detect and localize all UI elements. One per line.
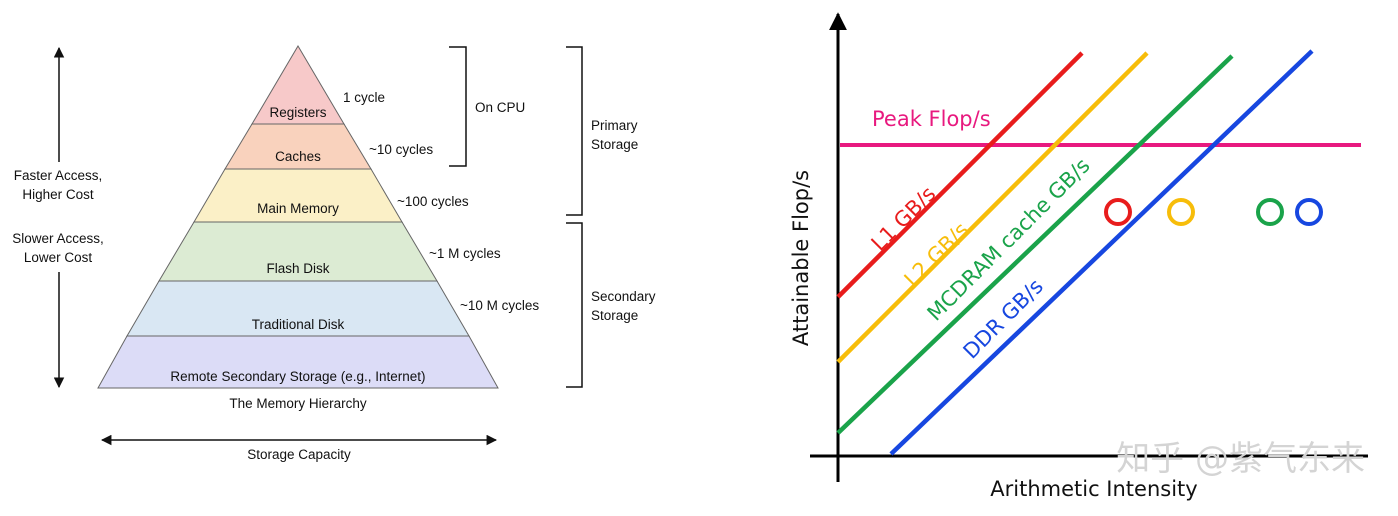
layer-label-flash-disk: Flash Disk [266, 261, 329, 276]
on-cpu-label: On CPU [475, 100, 525, 115]
point-marker-yellow [1167, 198, 1195, 226]
pyramid-layer-remote-storage [97, 335, 499, 389]
latency-registers: 1 cycle [343, 90, 385, 105]
roof-line-mcdram [836, 54, 1234, 435]
secondary-label-line1: Secondary [591, 289, 656, 304]
latency-flash-disk: ~1 M cycles [429, 246, 501, 261]
layer-label-main-memory: Main Memory [257, 201, 339, 216]
latency-caches: ~10 cycles [369, 142, 433, 157]
on-cpu-bracket [449, 46, 467, 167]
x-axis-label: Arithmetic Intensity [990, 477, 1197, 501]
higher-cost-label: Higher Cost [22, 187, 94, 202]
memory-hierarchy-diagram: Registers Caches Main Memory Flash Disk … [12, 45, 656, 462]
secondary-storage-bracket [566, 222, 583, 388]
point-marker-red [1104, 198, 1132, 226]
roofline-diagram: Peak Flop/s L1 GB/s L2 GB/s MCDRAM cache… [789, 12, 1368, 501]
point-marker-blue [1295, 198, 1323, 226]
point-marker-green [1256, 198, 1284, 226]
roof-line-l1 [836, 51, 1084, 299]
layer-label-remote-storage: Remote Secondary Storage (e.g., Internet… [170, 369, 425, 384]
latency-traditional-disk: ~10 M cycles [460, 298, 539, 313]
primary-storage-bracket [566, 46, 583, 216]
primary-label-line1: Primary [591, 118, 638, 133]
peak-flops-label: Peak Flop/s [872, 107, 991, 131]
faster-access-label: Faster Access, [14, 168, 103, 183]
roof-line-l2 [836, 51, 1149, 364]
latency-main-memory: ~100 cycles [397, 194, 469, 209]
y-axis-label: Attainable Flop/s [789, 170, 813, 346]
primary-label-line2: Storage [591, 137, 638, 152]
layer-label-caches: Caches [275, 149, 321, 164]
storage-capacity-label: Storage Capacity [247, 447, 351, 462]
roof-line-ddr [889, 49, 1314, 456]
layer-label-traditional-disk: Traditional Disk [252, 317, 345, 332]
lower-cost-label: Lower Cost [24, 250, 93, 265]
secondary-label-line2: Storage [591, 308, 638, 323]
watermark-text: 知乎 @紫气东来 [1116, 439, 1365, 479]
diagram-title: The Memory Hierarchy [229, 396, 367, 411]
layer-label-registers: Registers [269, 105, 326, 120]
slower-access-label: Slower Access, [12, 231, 104, 246]
